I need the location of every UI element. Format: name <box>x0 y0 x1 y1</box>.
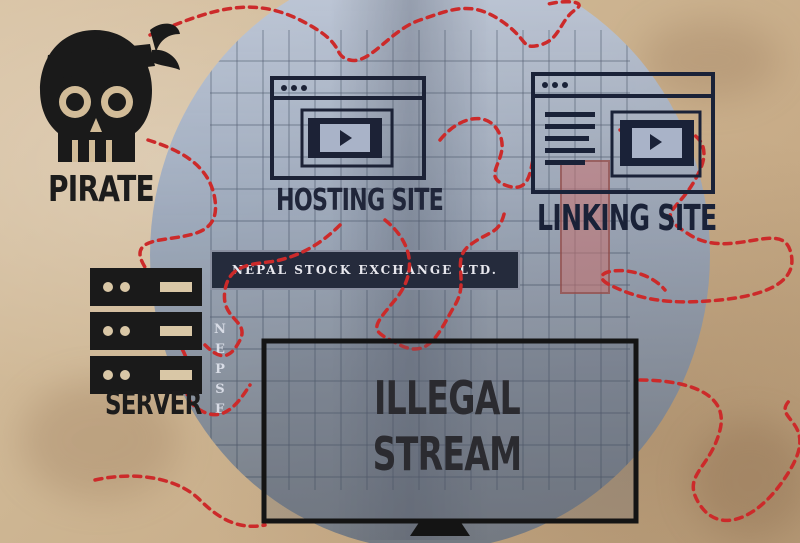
browser-dots <box>281 85 307 91</box>
link-list-lines <box>542 82 595 165</box>
illegal-stream-line2: STREAM <box>372 427 523 481</box>
vertical-sign-letter: E <box>215 342 225 357</box>
linking-site-label: LINKING SITE <box>537 198 717 239</box>
paper-stain <box>690 420 800 540</box>
path-hosting-to-linking <box>375 208 507 351</box>
server-label: SERVER <box>105 386 202 422</box>
paper-stain <box>640 20 780 100</box>
path-pirate-to-server <box>138 138 218 277</box>
path-hosting-to-building <box>203 223 342 358</box>
path-linking-loop <box>600 124 794 304</box>
path-pirate-to-hosting <box>148 0 581 63</box>
pirate-label: PIRATE <box>48 169 155 210</box>
illegal-stream-line1: ILLEGAL <box>373 371 521 425</box>
skull-bandana-icon <box>40 23 180 162</box>
hosting-site-label: HOSTING SITE <box>276 183 444 218</box>
server-rack-icon <box>90 268 202 394</box>
illegal-stream-label: ILLEGAL STREAM <box>314 370 580 482</box>
vertical-sign-letter: S <box>215 382 225 397</box>
path-stream-left <box>93 474 267 528</box>
browser-list-video-window-icon <box>531 72 715 194</box>
path-linking-top <box>438 117 535 189</box>
monitor-screen-icon <box>261 338 639 536</box>
vertical-sign-letter: P <box>215 362 225 377</box>
red-facade-panel <box>560 160 610 294</box>
vertical-sign-letter: N <box>214 322 226 337</box>
building-sign: NEPAL STOCK EXCHANGE LTD. <box>210 250 520 290</box>
browser-video-window-icon <box>270 76 426 180</box>
path-stream-to-edge <box>638 378 800 523</box>
vertical-sign-letter: E <box>215 402 225 417</box>
